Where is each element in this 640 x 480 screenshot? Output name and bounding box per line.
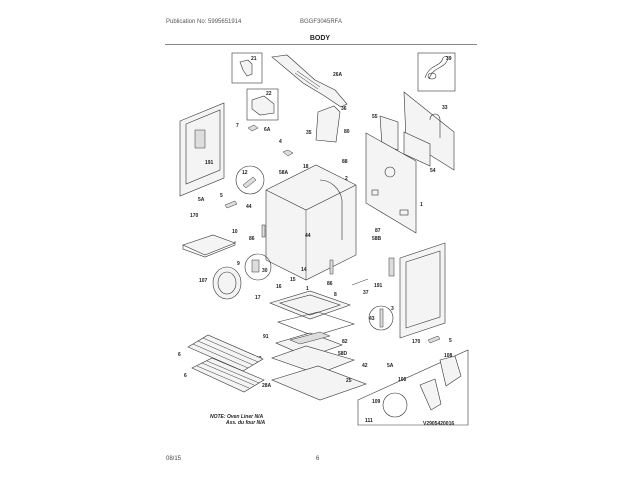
part-26a-bracket[interactable]: 26A	[271, 54, 348, 108]
label-191-right: 191	[374, 283, 383, 289]
label-28a: 28A	[262, 383, 272, 389]
label-5a-right: 5A	[387, 363, 394, 369]
part-6a-clip[interactable]	[247, 124, 259, 132]
label-80: 80	[344, 129, 350, 135]
label-4: 4	[279, 139, 282, 145]
label-18: 18	[303, 164, 309, 170]
diagram-id: V2905420016	[423, 421, 454, 427]
label-17: 17	[255, 295, 261, 301]
label-106: 106	[398, 377, 407, 383]
label-2: 2	[345, 176, 348, 182]
part-8-bake-tray[interactable]: 1 8	[269, 286, 351, 320]
part-bake-element-assembly[interactable]: 91 90 58D 42 25 28A	[256, 331, 368, 401]
part-3-side-panel-right[interactable]: 3	[391, 242, 446, 339]
part-107-fan-cover[interactable]: 107	[199, 266, 242, 300]
label-33: 33	[442, 105, 448, 111]
label-88-top: 88	[342, 159, 348, 165]
label-82: 82	[342, 339, 348, 345]
label-44-right: 44	[305, 233, 311, 239]
part-82-bottom-plate[interactable]	[277, 311, 355, 337]
part-7-side-panel[interactable]: 7 191	[179, 102, 239, 197]
part-12-detail[interactable]: 12	[235, 165, 265, 195]
label-26a: 26A	[333, 72, 343, 78]
label-5-upper: 5	[220, 193, 223, 199]
label-16: 16	[276, 284, 282, 290]
label-1-bottom: 1	[306, 286, 309, 292]
model-number: BGGF3045RFA	[300, 19, 343, 25]
publication-number: Publication No: 5995651914	[166, 19, 242, 25]
label-87: 87	[375, 228, 381, 234]
footer-page-number: 6	[316, 456, 320, 462]
label-109: 109	[372, 399, 381, 405]
label-58b: 58B	[372, 236, 382, 242]
label-15: 15	[290, 277, 296, 283]
label-6a: 6A	[264, 127, 271, 133]
label-1: 1	[420, 202, 423, 208]
header-divider	[165, 44, 477, 45]
label-42: 42	[362, 363, 368, 369]
note-line-2: Ass. du four N/A	[225, 420, 266, 426]
label-3: 3	[391, 306, 394, 312]
footer-date: 08/15	[166, 456, 182, 462]
label-6-lower: 6	[184, 373, 187, 379]
label-170-right: 170	[412, 339, 421, 345]
label-191-left: 191	[205, 160, 214, 166]
label-44-left: 44	[246, 204, 252, 210]
label-86-right: 86	[327, 281, 333, 287]
note-line-1: NOTE: Oven Liner N/A	[210, 414, 263, 420]
part-22-box[interactable]: 22	[246, 88, 279, 121]
label-107: 107	[199, 278, 208, 284]
label-14: 14	[301, 267, 307, 273]
label-30: 30	[262, 268, 268, 274]
part-170-hinge-right[interactable]	[427, 335, 441, 344]
part-6-oven-rack-upper[interactable]: 6	[178, 334, 264, 372]
label-6-upper: 6	[178, 352, 181, 358]
label-55: 55	[372, 114, 378, 120]
label-5a-left: 5A	[198, 197, 205, 203]
label-54: 54	[430, 168, 436, 174]
part-39-box[interactable]: 39	[417, 52, 456, 92]
label-58a: 58A	[279, 170, 289, 176]
part-convection-fan-box[interactable]: 108 106 109 111 V2905420016	[357, 349, 469, 427]
label-43: 43	[369, 316, 375, 322]
label-7: 7	[236, 123, 239, 129]
part-191-bracket[interactable]	[388, 257, 395, 277]
part-54-panel[interactable]: 54	[403, 131, 436, 174]
part-37-wire[interactable]	[351, 278, 369, 286]
part-1-back-panel[interactable]: 1	[365, 132, 423, 234]
label-86-left: 86	[249, 236, 255, 242]
part-170-hinge[interactable]	[224, 200, 238, 209]
label-91: 91	[263, 334, 269, 340]
part-21-box[interactable]: 21	[231, 52, 263, 84]
part-4-clip[interactable]	[282, 149, 294, 157]
part-86-right[interactable]	[329, 259, 334, 275]
label-8: 8	[334, 292, 337, 298]
part-33-back-cover[interactable]: 33	[403, 91, 455, 171]
part-10-broiler[interactable]: 10 9	[182, 229, 240, 267]
part-43-screw-detail[interactable]: 43	[368, 305, 394, 331]
label-10: 10	[232, 229, 238, 235]
label-170-left: 170	[190, 213, 199, 219]
part-55-panel[interactable]: 55	[372, 114, 399, 151]
label-25: 25	[346, 378, 352, 384]
label-9: 9	[237, 261, 240, 267]
label-37: 37	[363, 290, 369, 296]
label-35: 35	[306, 130, 312, 136]
part-30-light-detail[interactable]: 30	[244, 253, 272, 281]
label-12: 12	[242, 170, 248, 176]
part-86-left[interactable]	[261, 224, 266, 238]
label-22: 22	[266, 91, 272, 97]
label-39: 39	[446, 56, 452, 62]
label-111: 111	[365, 418, 373, 424]
section-title: BODY	[309, 35, 331, 42]
label-58d: 58D	[338, 351, 348, 357]
part-6-oven-rack-lower[interactable]: 6	[184, 357, 265, 393]
label-108: 108	[444, 353, 453, 359]
label-5-right: 5	[449, 338, 452, 344]
part-36-duct[interactable]: 36 35 80 88	[306, 105, 350, 165]
part-oven-cavity[interactable]: 58A 18 2 44	[265, 164, 357, 281]
label-21: 21	[251, 56, 257, 62]
label-36: 36	[341, 106, 347, 112]
